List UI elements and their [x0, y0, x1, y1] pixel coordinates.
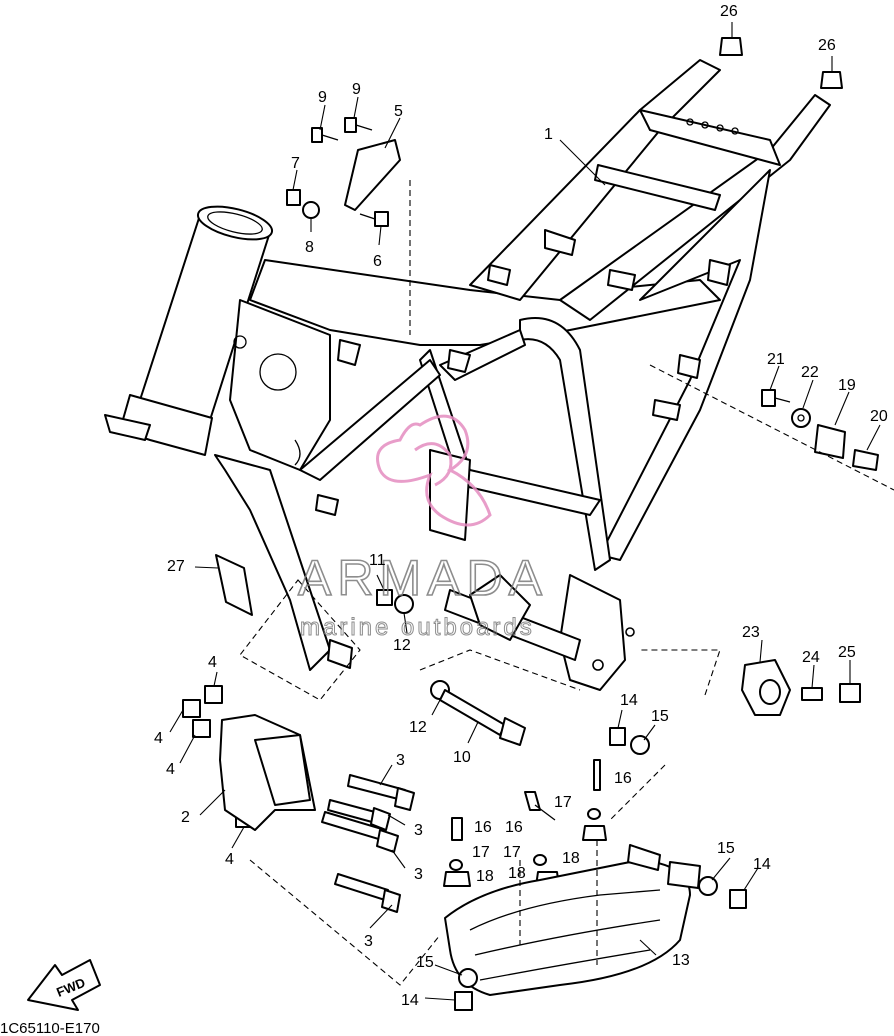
- hardware-parts: [27, 37, 879, 1011]
- callout-label: 3: [414, 822, 423, 839]
- callout-label: 22: [801, 364, 819, 381]
- watermark: ARMADA marine outboards: [297, 414, 548, 642]
- callout-label: 6: [373, 253, 382, 270]
- callout-label: 4: [154, 730, 163, 747]
- callout-label: 16: [474, 819, 492, 836]
- callout-label: 26: [720, 3, 738, 20]
- callout-label: 8: [305, 239, 314, 256]
- callout-label: 4: [208, 654, 217, 671]
- callout-label: 26: [818, 37, 836, 54]
- callout-label: 24: [802, 649, 820, 666]
- callout-label: 17: [503, 844, 521, 861]
- callout-label: 14: [401, 992, 419, 1009]
- callout-label: 18: [508, 865, 526, 882]
- callout-label: 14: [753, 856, 771, 873]
- callout-label: 1: [544, 126, 553, 143]
- callout-label: 5: [394, 103, 403, 120]
- callout-label: 3: [414, 866, 423, 883]
- callout-label: 9: [352, 81, 361, 98]
- callout-label: 2: [181, 809, 190, 826]
- callout-label: 3: [364, 933, 373, 950]
- callout-label: 16: [505, 819, 523, 836]
- callout-label: 9: [318, 89, 327, 106]
- callout-label: 25: [838, 644, 856, 661]
- watermark-logo: [376, 414, 492, 527]
- callout-label: 19: [838, 377, 856, 394]
- callout-label: 12: [393, 637, 411, 654]
- leader-lines: [169, 22, 894, 1001]
- diagram-code: 1C65110-E170: [0, 1020, 100, 1036]
- callout-label: 15: [651, 708, 669, 725]
- callout-label: 17: [554, 794, 572, 811]
- callout-label: 12: [409, 719, 427, 736]
- callout-label: 3: [396, 752, 405, 769]
- callout-label: 4: [166, 761, 175, 778]
- callout-label: 20: [870, 408, 888, 425]
- callout-label: 15: [416, 954, 434, 971]
- callout-label: 23: [742, 624, 760, 641]
- main-frame: [104, 59, 831, 691]
- callout-label: 7: [291, 155, 300, 172]
- callout-label: 15: [717, 840, 735, 857]
- callout-label: 13: [672, 952, 690, 969]
- callout-labels: 26 26 1 9 9 5 7 8 6 21 22 19 20 27 11 12…: [154, 3, 888, 1009]
- callout-label: 16: [614, 770, 632, 787]
- callout-label: 18: [562, 850, 580, 867]
- callout-label: 27: [167, 558, 185, 575]
- callout-label: 11: [369, 552, 386, 569]
- watermark-brand: ARMADA: [298, 550, 548, 606]
- callout-label: 18: [476, 868, 494, 885]
- callout-label: 17: [472, 844, 490, 861]
- watermark-tagline: marine outboards: [300, 614, 535, 641]
- callout-label: 10: [453, 749, 471, 766]
- callout-label: 4: [225, 851, 234, 868]
- callout-label: 14: [620, 692, 638, 709]
- callout-label: 21: [767, 351, 785, 368]
